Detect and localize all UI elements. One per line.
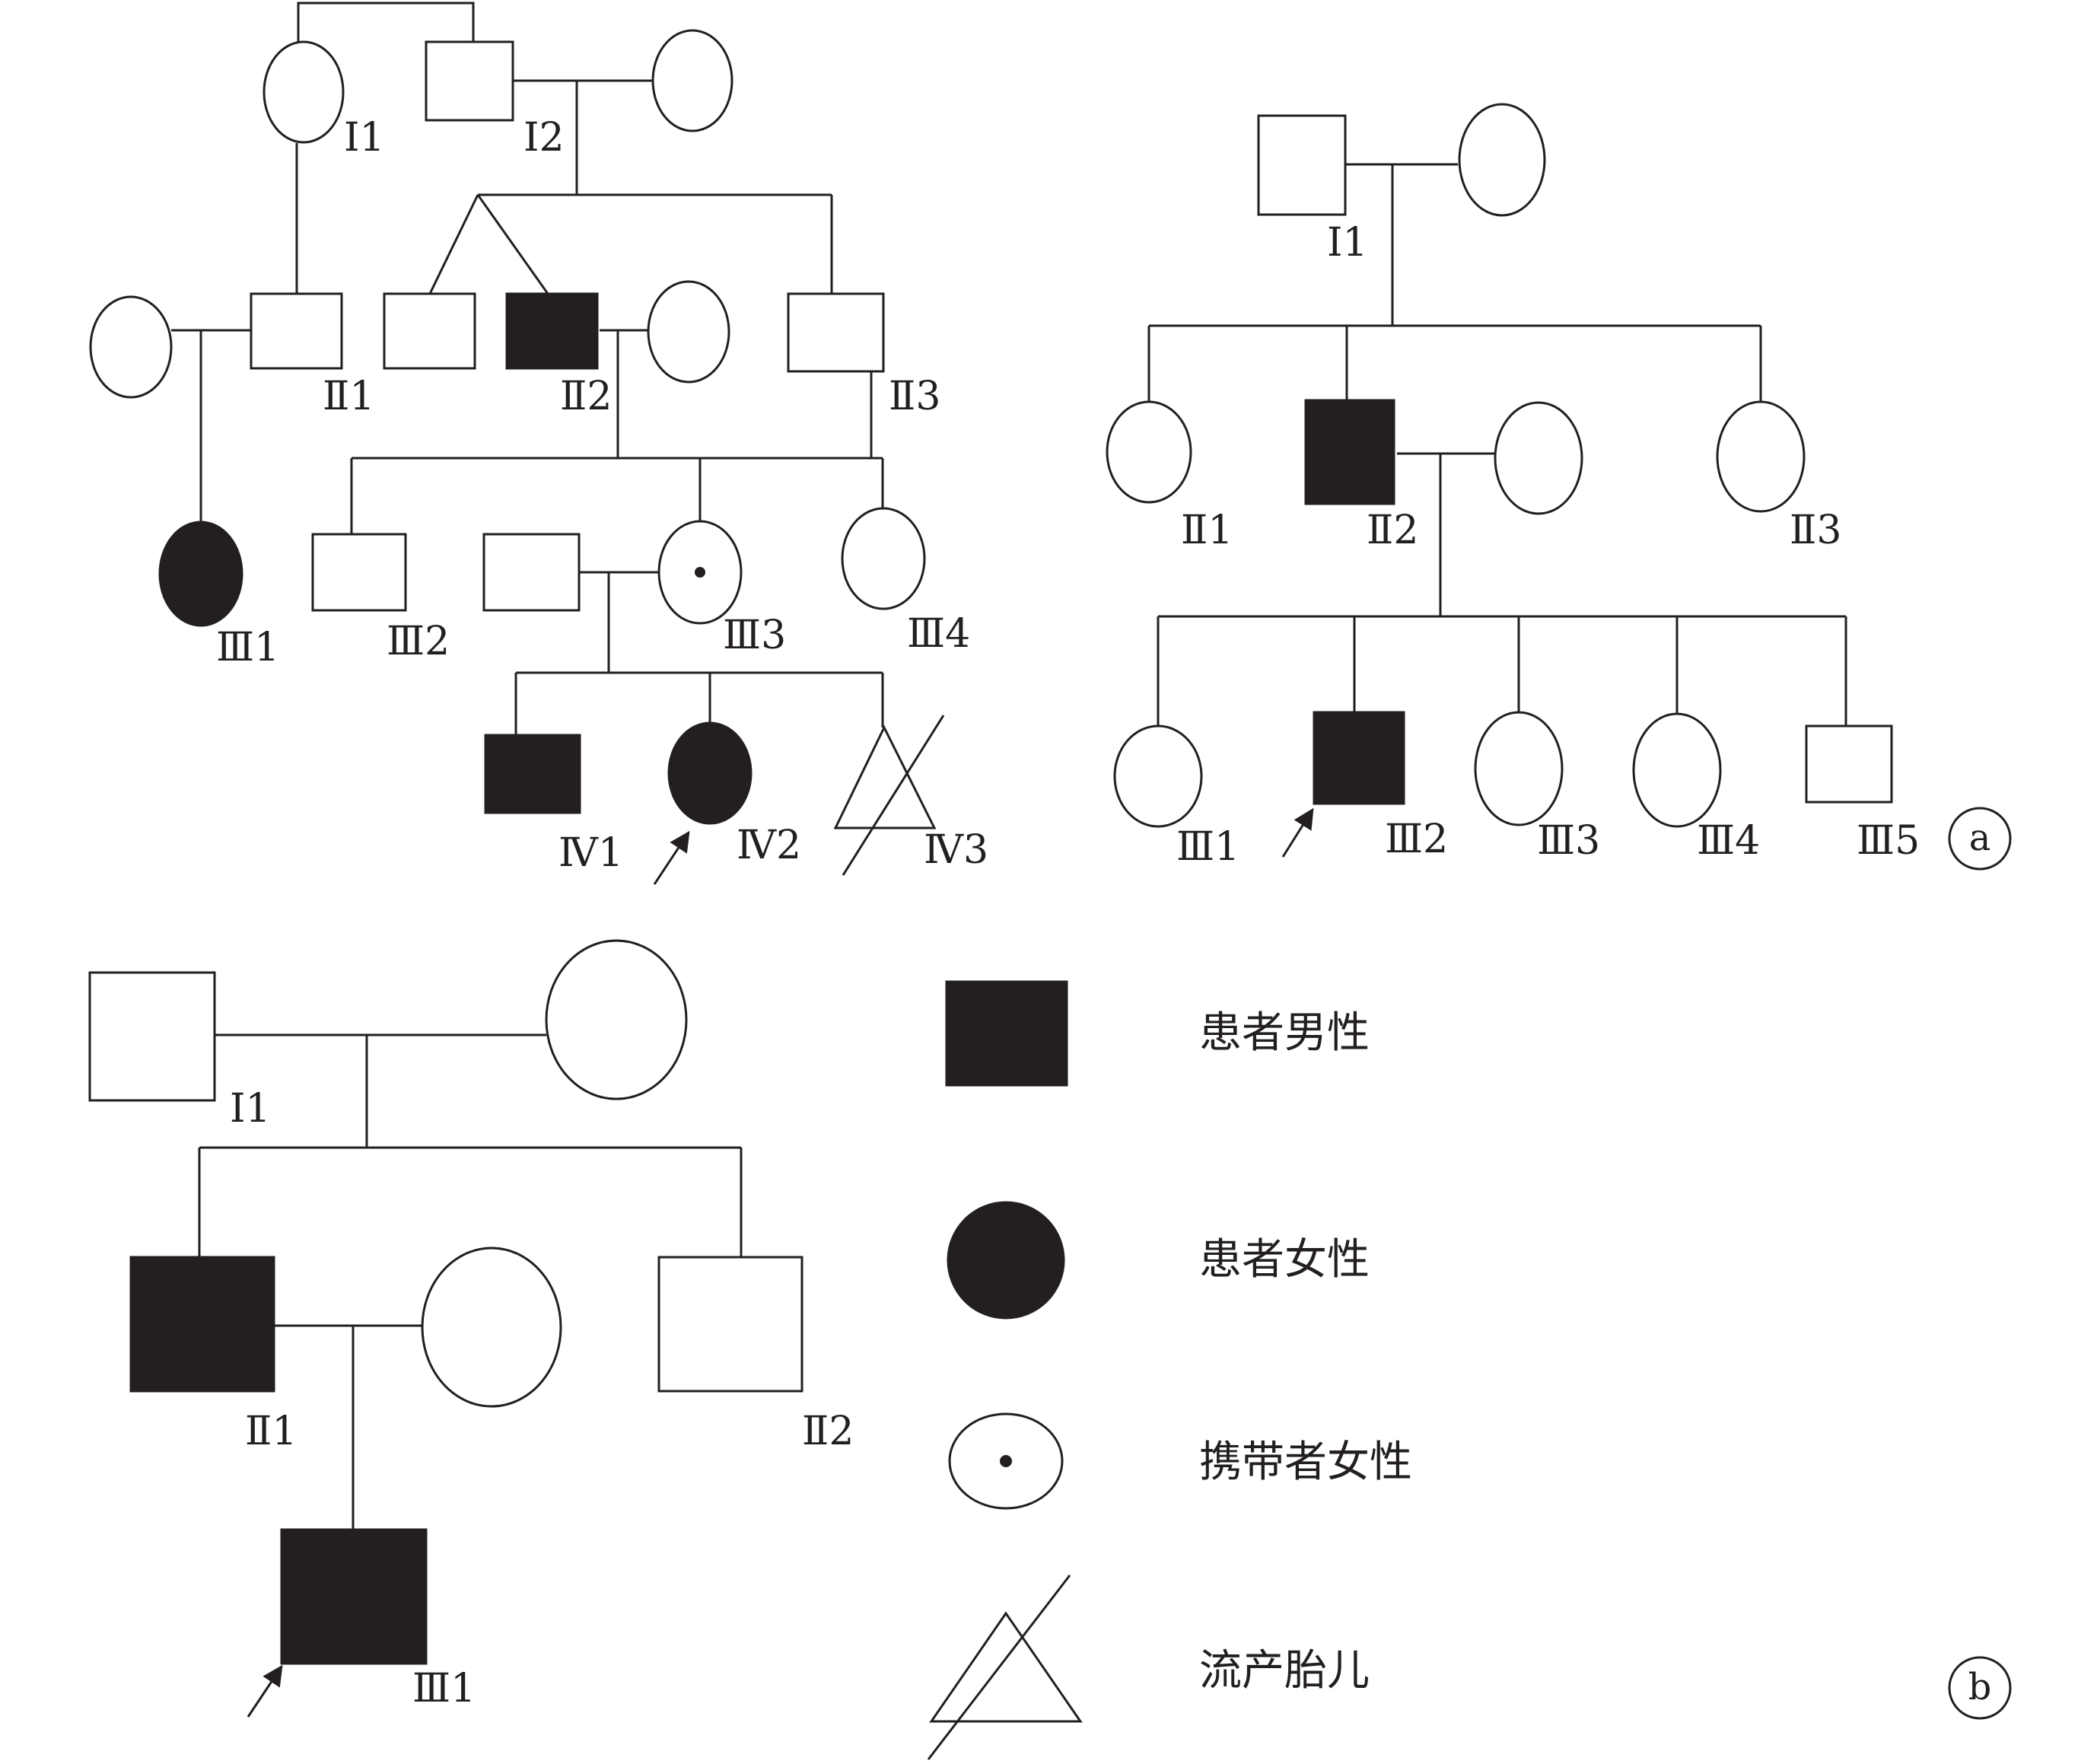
male-III5 [1805, 724, 1893, 804]
legend-affected-female-label: 患者女性 [1199, 1235, 1370, 1285]
miscarried-fetus-IV3 [833, 724, 937, 829]
label-III4: Ⅲ4 [1697, 818, 1760, 864]
male-III3-spouse [482, 533, 581, 612]
line-twin-right [476, 194, 549, 295]
affected-male-III1 [280, 1528, 428, 1665]
male-II3 [787, 292, 885, 373]
female-II1-spouse [421, 1247, 562, 1408]
label-III1: Ⅲ1 [216, 625, 279, 670]
label-II2: Ⅱ2 [560, 374, 612, 419]
female-II1-spouse [89, 295, 173, 399]
female-III3 [1474, 711, 1564, 826]
label-I1: Ⅰ1 [230, 1086, 271, 1132]
male-I2 [425, 40, 514, 122]
affected-female-IV2 [667, 721, 753, 825]
affected-male-II2 [1304, 399, 1395, 505]
label-IV2: Ⅳ2 [737, 823, 801, 868]
female-II2-spouse [1494, 401, 1583, 515]
male-III2 [311, 533, 407, 612]
pedigree-1: Ⅰ1 Ⅰ2 Ⅱ1 Ⅱ2 Ⅱ3 Ⅲ1 Ⅲ2 Ⅲ3 Ⅲ4 Ⅳ1 Ⅳ2 Ⅳ3 [89, 2, 988, 885]
label-I2: Ⅰ2 [523, 115, 565, 161]
male-II2 [657, 1256, 803, 1393]
proband-arrow-III2 [1281, 807, 1314, 858]
legend-affected-female-symbol [947, 1201, 1065, 1320]
panel-label-b-circle [1948, 1656, 2012, 1720]
female-I1-spouse [1458, 103, 1546, 217]
female-I1-spouse [545, 939, 688, 1100]
male-I1 [88, 971, 216, 1102]
female-I1 [263, 40, 345, 144]
label-II2: Ⅱ2 [1367, 508, 1418, 553]
label-I1: Ⅰ1 [1327, 220, 1368, 266]
carrier-dot [695, 567, 705, 578]
pedigree-1-lines [171, 2, 884, 735]
label-III3: Ⅲ3 [723, 613, 786, 658]
female-II1 [1106, 400, 1192, 504]
female-III4 [841, 507, 926, 610]
panel-label-a-circle [1948, 807, 2012, 871]
label-II3: Ⅱ3 [889, 374, 940, 419]
label-II1: Ⅱ1 [1181, 508, 1233, 553]
proband-arrow-IV2 [653, 830, 690, 885]
male-twin [383, 292, 476, 370]
label-III2: Ⅲ2 [387, 619, 450, 664]
pedigree-b-lines [198, 1033, 743, 1530]
legend-carrier-female-label: 携带者女性 [1199, 1438, 1412, 1487]
male-II1 [250, 292, 343, 370]
label-II3: Ⅱ3 [1790, 508, 1841, 553]
affected-female-III1 [158, 521, 243, 627]
female-III1 [1113, 724, 1203, 828]
label-I1: Ⅰ1 [344, 115, 385, 161]
affected-male-III2 [1313, 711, 1405, 805]
label-II1: Ⅱ1 [323, 374, 374, 419]
legend-affected-male-symbol [945, 980, 1068, 1087]
line-twin-left [428, 194, 479, 295]
female-III4 [1632, 712, 1722, 828]
proband-arrow-III1 [247, 1664, 283, 1718]
affected-male-IV1 [484, 734, 581, 814]
pedigree-a: Ⅰ1 Ⅱ1 Ⅱ2 Ⅱ3 Ⅲ1 Ⅲ2 Ⅲ3 Ⅲ4 Ⅲ5 a [1106, 103, 2012, 871]
legend-miscarried-fetus-slash [927, 1575, 1071, 1760]
miscarried-fetus-slash [842, 715, 945, 876]
legend-miscarried-fetus-label: 流产胎儿 [1199, 1646, 1370, 1696]
affected-male-II1 [129, 1256, 275, 1393]
label-IV3: Ⅳ3 [924, 827, 988, 873]
panel-label-a: a [1969, 817, 1991, 859]
label-III1: Ⅲ1 [1176, 824, 1239, 870]
label-IV1: Ⅳ1 [558, 830, 623, 876]
female-II2-spouse [647, 280, 730, 384]
legend: 患者男性 患者女性 携带者女性 流产胎儿 [927, 980, 1412, 1760]
male-I1 [1257, 114, 1347, 216]
label-III3: Ⅲ3 [1537, 818, 1600, 864]
label-III2: Ⅲ2 [1385, 817, 1448, 862]
legend-affected-male-label: 患者男性 [1199, 1008, 1370, 1058]
label-II1: Ⅱ1 [245, 1409, 297, 1454]
female-II3 [1716, 400, 1806, 513]
label-III5: Ⅲ5 [1857, 818, 1920, 864]
affected-male-II2 [505, 292, 599, 370]
panel-label-b: b [1968, 1666, 1992, 1708]
pedigree-b: Ⅰ1 Ⅱ1 Ⅱ2 Ⅲ1 b [88, 939, 2012, 1720]
line-top-bracket [297, 2, 475, 42]
legend-carrier-dot [1000, 1455, 1012, 1467]
female-I2-spouse [651, 29, 733, 132]
pedigree-a-lines [1147, 163, 1847, 726]
label-II2: Ⅱ2 [802, 1409, 854, 1454]
label-III1: Ⅲ1 [412, 1666, 476, 1711]
label-III4: Ⅲ4 [907, 611, 970, 657]
legend-miscarried-fetus-symbol [929, 1611, 1083, 1723]
